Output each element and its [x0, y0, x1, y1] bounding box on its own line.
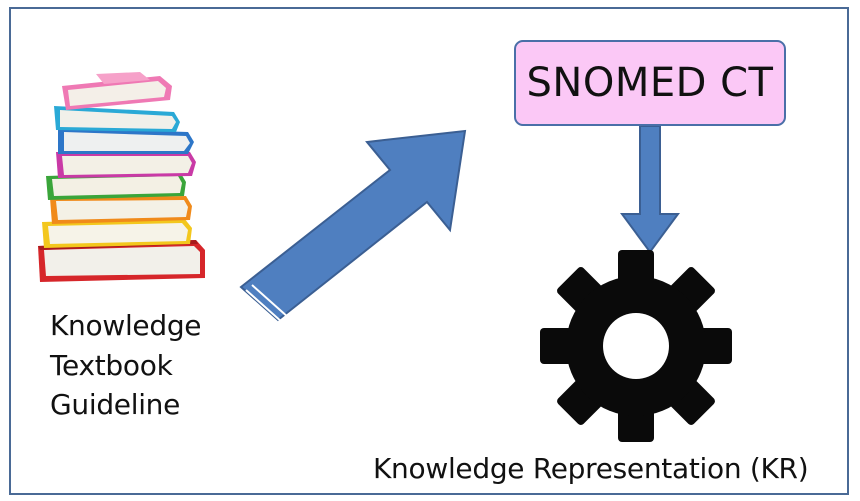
stack-of-books-icon: [38, 72, 205, 282]
source-label-guideline: Guideline: [50, 388, 181, 421]
snomed-ct-box: SNOMED CT: [514, 40, 786, 126]
source-label-knowledge: Knowledge: [50, 309, 202, 342]
diagonal-arrow-icon: [239, 129, 467, 324]
snomed-ct-label: SNOMED CT: [526, 60, 774, 106]
gear-icon: [540, 250, 732, 442]
source-label-textbook: Textbook: [50, 349, 173, 382]
down-arrow-icon: [620, 125, 680, 254]
knowledge-representation-label: Knowledge Representation (KR): [373, 452, 809, 485]
